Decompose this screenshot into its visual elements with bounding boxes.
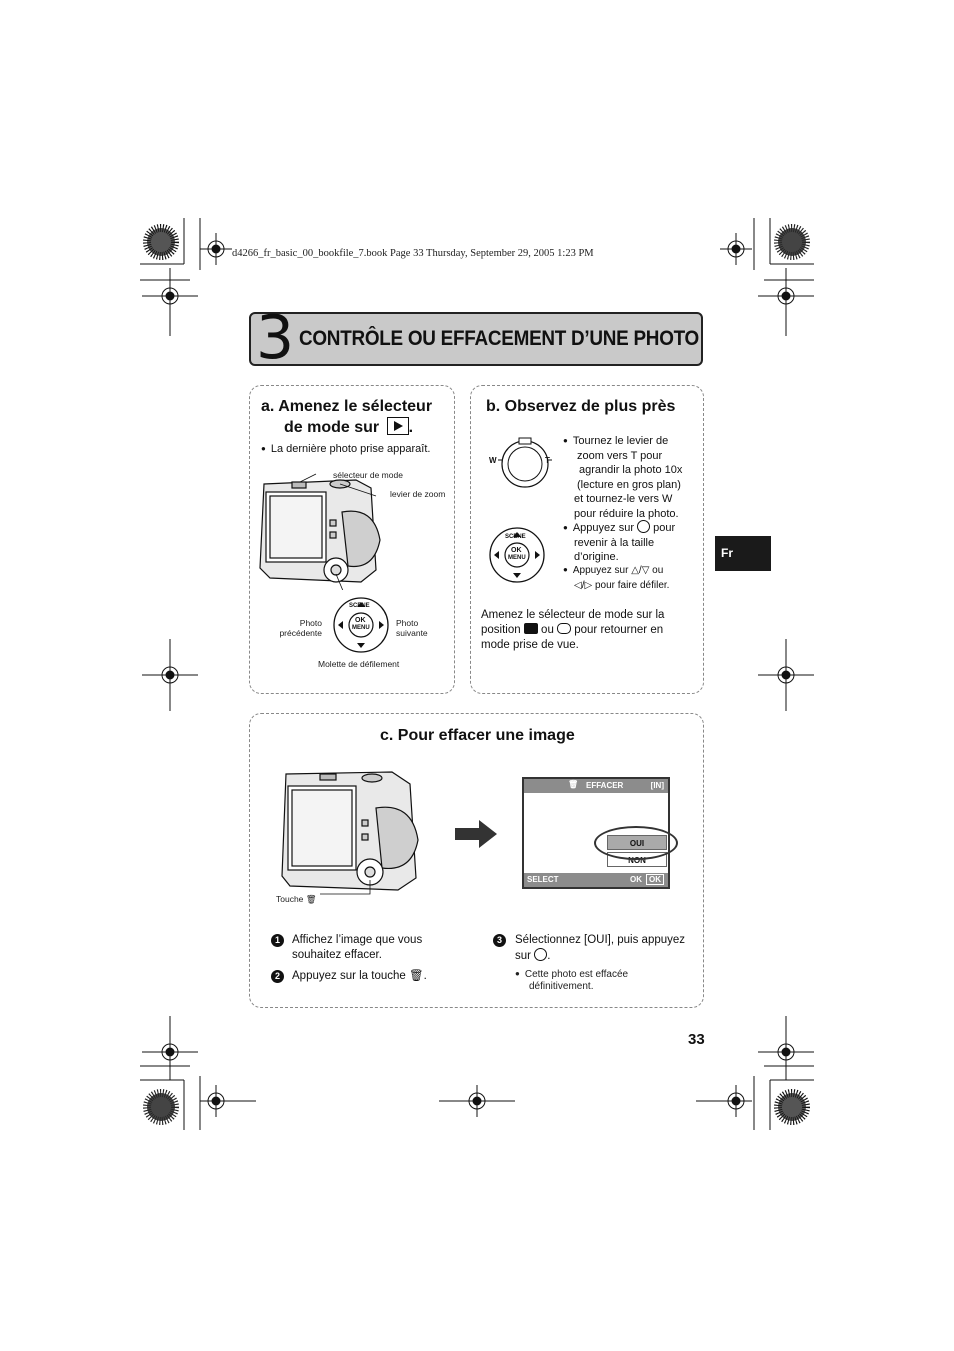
label-previous-photo: Photo précédente	[279, 618, 322, 638]
step-3: 3 Sélectionnez [OUI], puis appuyez sur .…	[493, 933, 698, 993]
label-next-photo: Photo suivante	[396, 618, 428, 638]
chapter-title-bar	[249, 312, 703, 366]
trash-icon: 🗑	[305, 894, 317, 904]
movie-mode-icon	[557, 623, 572, 634]
label-trash-button: Touche 🗑	[276, 894, 317, 904]
section-a-title: a. Amenez le sélecteur de mode sur .	[261, 398, 433, 436]
camera-back-illustration	[259, 473, 381, 590]
dial-b-menu: MENU	[508, 555, 526, 561]
page-number: 33	[688, 1031, 705, 1048]
trash-icon-step2: 🗑	[409, 970, 424, 982]
section-b-scroll-text: Appuyez sur △/▽ ou ◁/▷ pour faire défile…	[563, 563, 698, 593]
scroll-dial-b	[489, 527, 545, 583]
step-1: 1 Affichez l’image que vous souhaitez ef…	[271, 933, 471, 963]
section-b-note: Amenez le sélecteur de mode sur la posit…	[481, 609, 665, 651]
section-b-box	[470, 385, 704, 694]
language-tab: Fr	[715, 536, 771, 571]
section-c-box	[249, 713, 704, 1008]
section-b-title: b. Observez de plus près	[486, 398, 676, 415]
chapter-number: 3	[256, 303, 295, 373]
dial-a-menu: MENU	[352, 625, 370, 631]
step-1-number: 1	[271, 934, 284, 947]
label-mode-selector: sélecteur de mode	[333, 470, 403, 480]
section-b-zoom-text: Tournez le levier de zoom vers T pour ag…	[563, 434, 695, 521]
dial-a-scene: SCENE	[349, 603, 370, 609]
file-header: d4266_fr_basic_00_bookfile_7.book Page 3…	[232, 248, 594, 259]
left-right-arrow-icons: ◁/▷	[574, 579, 593, 591]
step-2: 2 Appuyez sur la touche 🗑.	[271, 969, 471, 984]
playback-icon	[386, 417, 409, 435]
right-arrow-icon	[455, 820, 497, 848]
up-down-arrow-icons: △/▽	[631, 565, 650, 576]
label-zoom-lever: levier de zoom	[390, 489, 446, 499]
ok-button-icon	[637, 520, 651, 533]
dial-b-ok: OK	[511, 547, 522, 554]
step-3-number: 3	[493, 934, 506, 947]
scroll-dial-a	[333, 597, 389, 653]
zoom-lever-icon	[498, 437, 552, 488]
camera-mode-icon	[523, 623, 538, 634]
section-b-ok-text: Appuyez sur pour revenir à la taille d’o…	[563, 520, 698, 565]
label-scroll-dial: Molette de défilement	[318, 659, 400, 669]
camera-back-illustration-c	[281, 771, 419, 895]
oui-highlight-ellipse	[594, 826, 678, 860]
dial-a-ok: OK	[355, 617, 366, 624]
dial-b-scene: SCENE	[505, 534, 526, 540]
zoom-t-label: T	[545, 456, 550, 465]
section-a-bullet: La dernière photo prise apparaît.	[261, 442, 431, 457]
chapter-title: CONTRÔLE OU EFFACEMENT D’UNE PHOTO	[299, 327, 699, 350]
section-a-box	[249, 385, 455, 694]
section-c-title: c. Pour effacer une image	[380, 727, 575, 744]
step-2-number: 2	[271, 970, 284, 983]
zoom-w-label: W	[489, 456, 497, 465]
ok-button-icon-step3	[534, 948, 548, 961]
lcd-trash-icon: 🗑	[568, 780, 579, 789]
